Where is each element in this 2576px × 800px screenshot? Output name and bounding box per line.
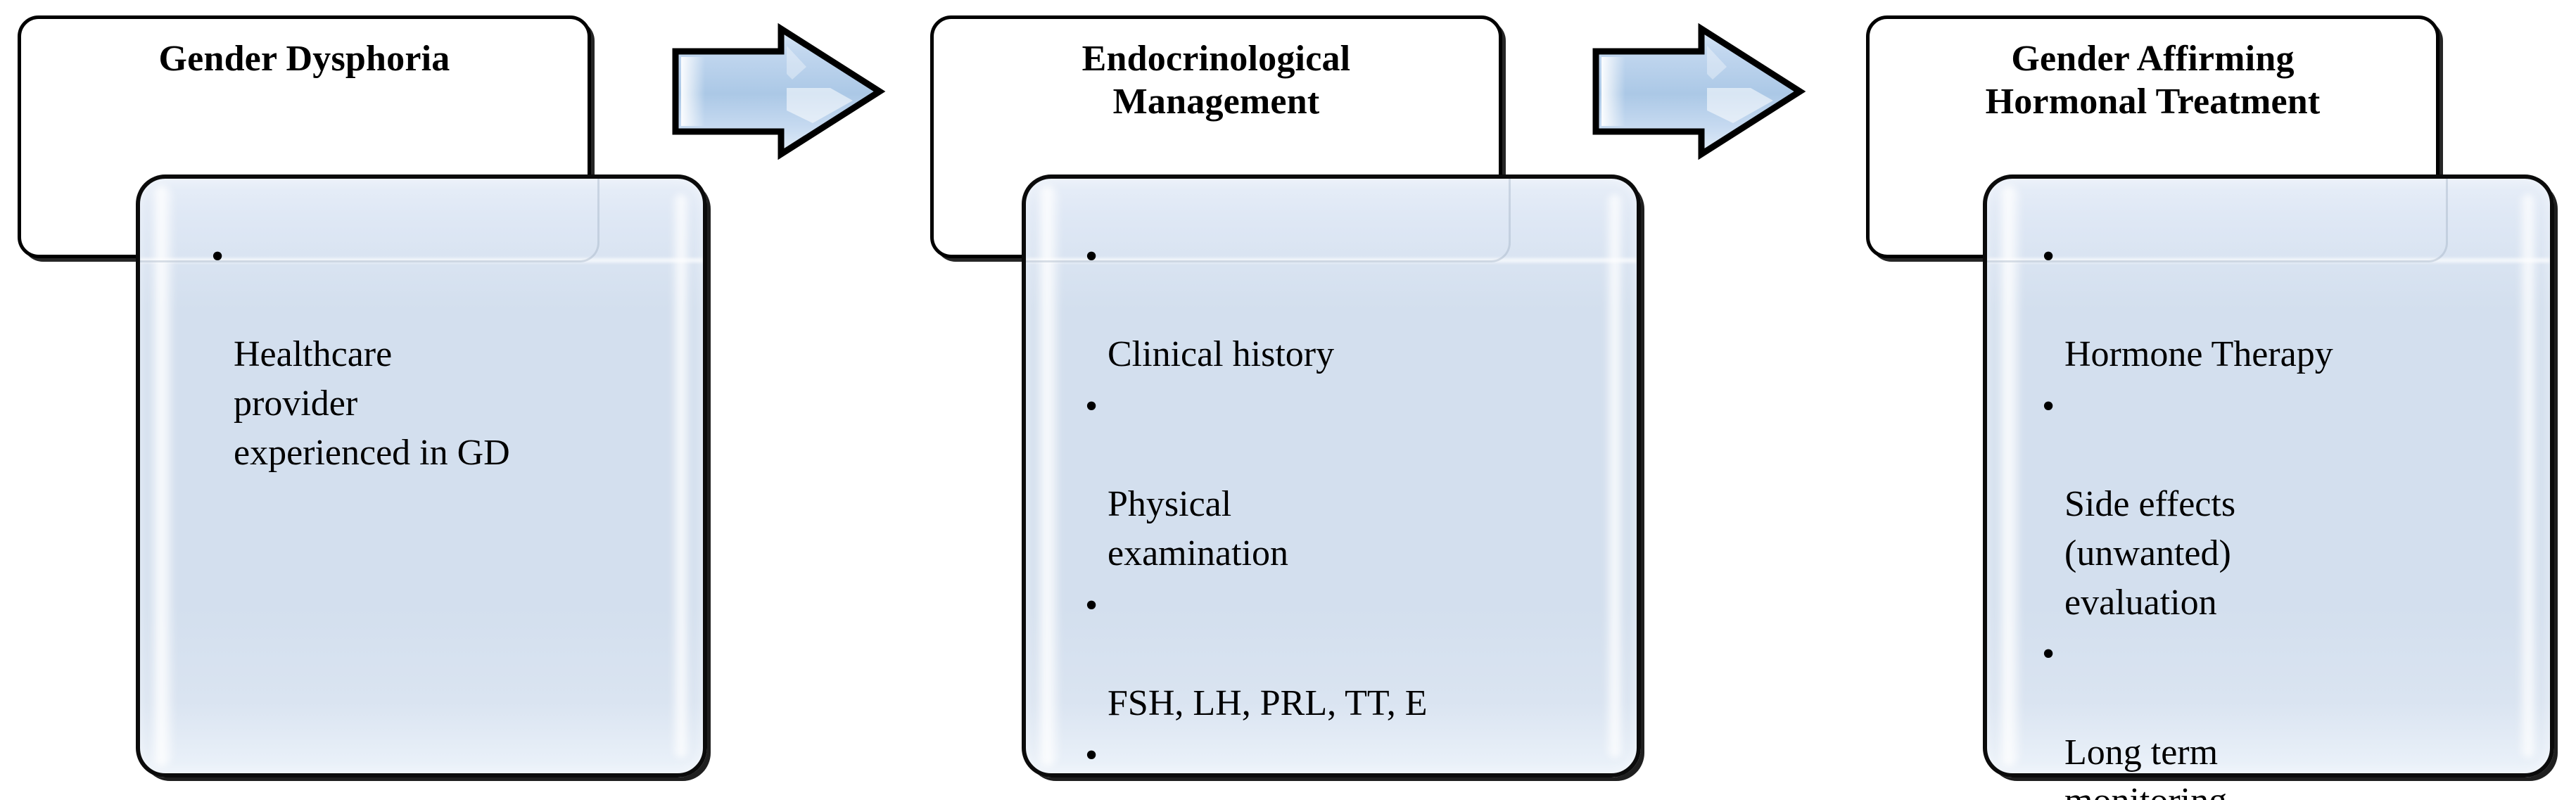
step-2-body-card [1022, 174, 1641, 777]
step-2-title: Endocrinological Management [1081, 39, 1351, 122]
bullet-dot-icon: • [1085, 585, 1098, 626]
list-item: • Hormone Therapy [2041, 232, 2547, 379]
step-3-title: Gender Affirming Hormonal Treatment [1985, 39, 2321, 122]
bullet-dot-icon: • [1085, 386, 1098, 427]
bullet-text: Physical examination [1108, 484, 1289, 574]
bullet-text: Clinical history [1108, 334, 1335, 375]
list-item: • Fertility issues [1084, 731, 1639, 800]
gloss-highlight-left [150, 186, 174, 766]
list-item: • Physical examination [1084, 382, 1639, 578]
bullet-text: Side effects (unwanted) evaluation [2064, 484, 2236, 623]
bullet-dot-icon: • [2042, 634, 2055, 675]
bullet-dot-icon: • [2042, 386, 2055, 427]
bullet-dot-icon: • [211, 236, 224, 277]
gloss-highlight-left [1997, 186, 2021, 766]
bullet-dot-icon: • [1085, 735, 1098, 775]
step-3-bullet-list: • Hormone Therapy • Side effects (unwant… [2041, 232, 2547, 800]
list-item: • Side effects (unwanted) evaluation [2041, 382, 2547, 627]
gloss-highlight-left [1036, 186, 1060, 766]
bullet-text: Hormone Therapy [2064, 334, 2333, 375]
step-1-title: Gender Dysphoria [158, 39, 450, 79]
bullet-text: FSH, LH, PRL, TT, E [1108, 683, 1428, 724]
list-item: • Clinical history [1084, 232, 1639, 379]
bullet-text: Healthcare provider experienced in GD [234, 334, 510, 473]
step-2-bullet-list: • Clinical history • Physical examinatio… [1084, 232, 1639, 800]
step-1-body-card [136, 174, 707, 777]
arrow-2-icon [1592, 23, 1806, 160]
list-item: • Healthcare provider experienced in GD [210, 232, 674, 477]
bullet-dot-icon: • [2042, 236, 2055, 277]
list-item: • Long term monitoring [2041, 630, 2547, 800]
bullet-dot-icon: • [1085, 236, 1098, 277]
gloss-highlight-right [672, 194, 690, 758]
step-1-bullet-list: • Healthcare provider experienced in GD [210, 232, 674, 480]
arrow-1-icon [672, 23, 886, 160]
list-item: • FSH, LH, PRL, TT, E [1084, 581, 1639, 728]
bullet-text: Long term monitoring [2064, 732, 2227, 800]
